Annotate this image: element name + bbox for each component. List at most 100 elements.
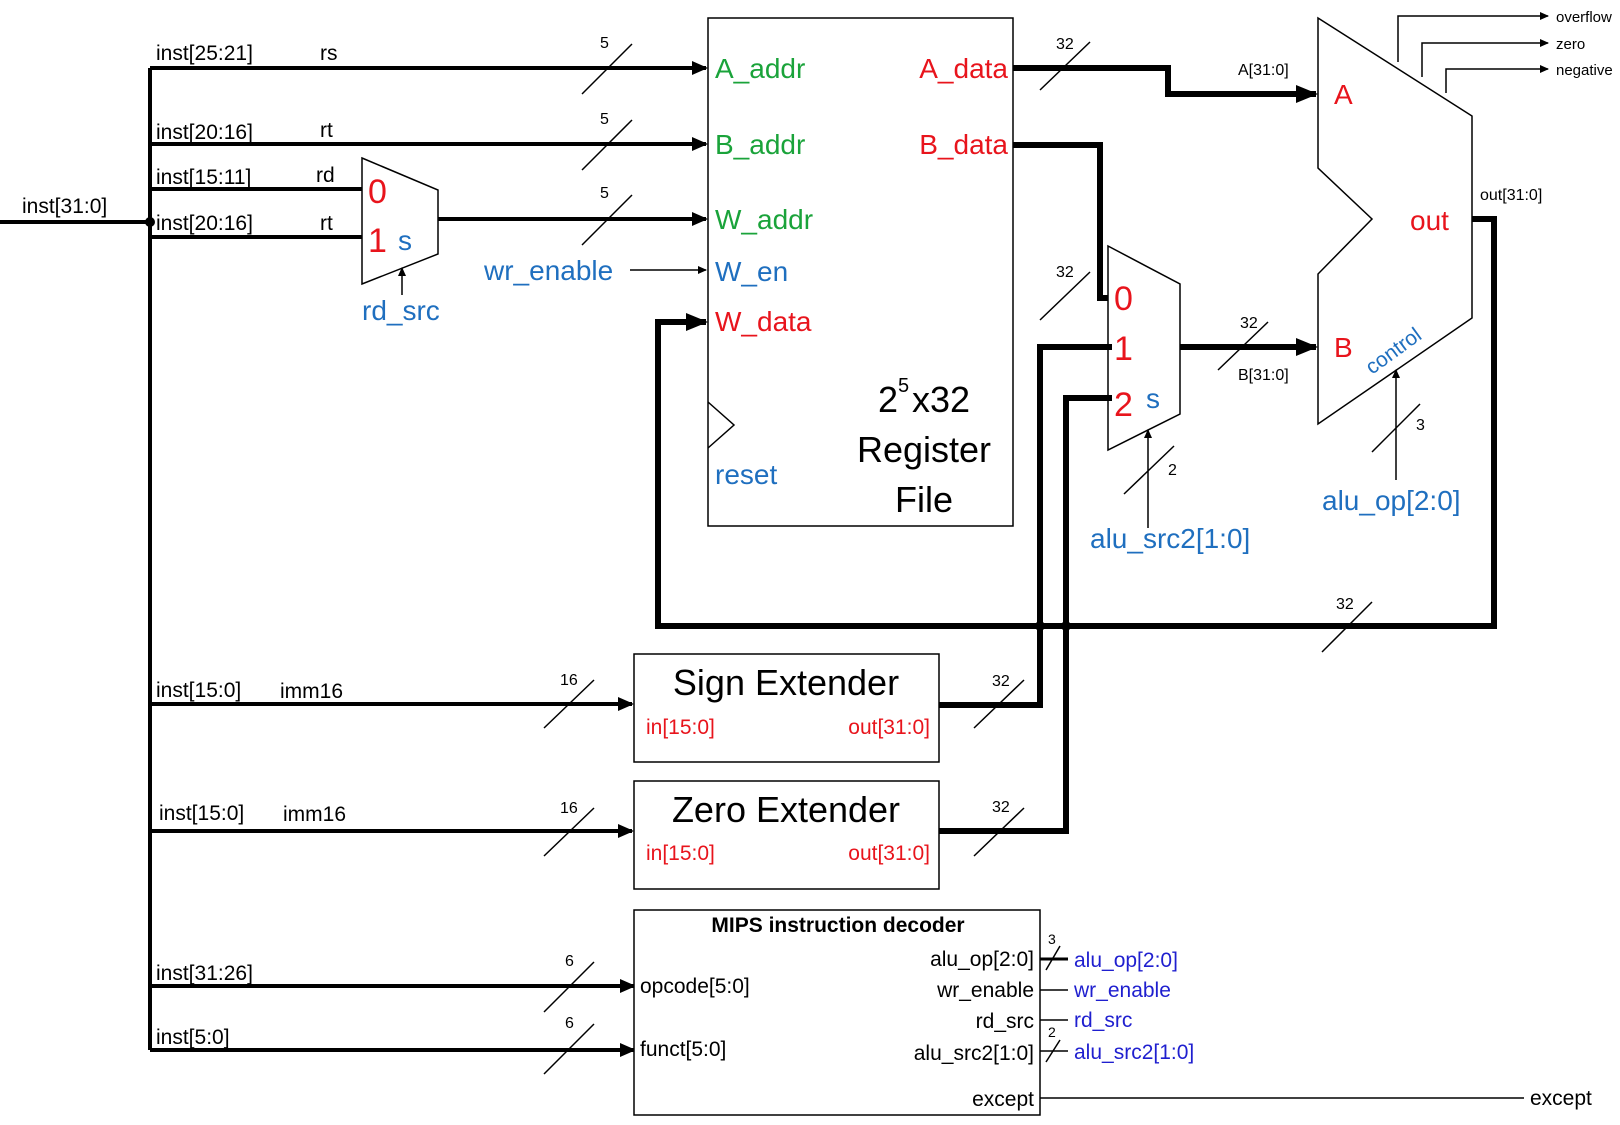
rt2-name-label: rt <box>320 212 333 235</box>
b-addr-port: B_addr <box>715 129 805 160</box>
decoder-funct-port: funct[5:0] <box>640 1038 726 1061</box>
sign-extender: Sign Extender in[15:0] out[31:0] <box>633 653 940 763</box>
rs-bits-label: inst[25:21] <box>156 42 253 65</box>
dec-wr-enable-out: wr_enable <box>1073 979 1171 1002</box>
dec-except-out: except <box>1530 1087 1592 1110</box>
rd-mux-in0: 0 <box>368 173 387 211</box>
sign-out-width-label: 32 <box>992 673 1010 690</box>
rd-bits-label: inst[15:11] <box>156 166 251 189</box>
zero-extender-input: inst[15:0] imm16 16 <box>150 800 634 857</box>
regfile-title-line3: File <box>895 479 953 520</box>
decoder-alu-op-port: alu_op[2:0] <box>930 948 1034 971</box>
wr-enable-wire: wr_enable <box>483 255 707 286</box>
b-bus-wire: 32 B[31:0] <box>1180 315 1318 384</box>
alu-mux-in0: 0 <box>1114 280 1133 318</box>
alu: A B out control 3 alu_op[2:0] <box>1317 16 1473 516</box>
rd-src-label: rd_src <box>362 295 440 326</box>
alu-flags: overflow zero negative <box>1397 9 1613 93</box>
alu-out-port: out <box>1410 205 1449 236</box>
out-bus-label: out[31:0] <box>1480 187 1542 204</box>
zero-out-width-label: 32 <box>992 799 1010 816</box>
a-data-port: A_data <box>919 53 1008 84</box>
dec-alu-op-width-label: 3 <box>1048 931 1056 947</box>
rt2-bits-label: inst[20:16] <box>156 212 253 235</box>
alu-src2-label: alu_src2[1:0] <box>1090 523 1250 554</box>
rd-mux-sel: s <box>398 225 412 256</box>
imm-sign-width-label: 16 <box>560 672 578 689</box>
rt-bits-label: inst[20:16] <box>156 121 253 144</box>
waddr-wire: 5 <box>438 185 708 246</box>
decoder-title: MIPS instruction decoder <box>711 914 964 937</box>
alu-src2-mux: 0 1 2 s 2 alu_src2[1:0] <box>1090 244 1250 554</box>
zero-label: zero <box>1556 36 1585 53</box>
sign-extender-title: Sign Extender <box>673 662 899 703</box>
dec-rd-src-out: rd_src <box>1074 1009 1132 1032</box>
b-bus-label: B[31:0] <box>1238 367 1289 384</box>
rt-wire: inst[20:16] rt 5 <box>150 111 708 171</box>
zero-extender-out: out[31:0] <box>848 842 930 865</box>
regfile-title-line2: Register <box>857 429 991 470</box>
wr-enable-input-label: wr_enable <box>483 255 613 286</box>
decoder-except-port: except <box>972 1088 1034 1111</box>
alu-op-label: alu_op[2:0] <box>1322 485 1461 516</box>
funct-width-label: 6 <box>565 1015 574 1032</box>
regfile-title-base: 2 <box>878 379 898 420</box>
zero-extender-title: Zero Extender <box>672 789 900 830</box>
overflow-label: overflow <box>1556 9 1612 26</box>
sign-extender-out: out[31:0] <box>848 716 930 739</box>
dec-alu-src2-width-label: 2 <box>1048 1024 1056 1040</box>
decoder-alu-src2-port: alu_src2[1:0] <box>914 1042 1034 1065</box>
alu-mux-in2: 2 <box>1114 386 1133 424</box>
rd-mux-in1: 1 <box>368 222 387 260</box>
rd-mux: 0 1 s rd_src <box>361 156 440 326</box>
rs-wire: inst[25:21] rs 5 <box>150 35 708 95</box>
funct-wire: inst[5:0] 6 <box>150 1015 636 1075</box>
sign-extender-output: 32 <box>939 344 1112 729</box>
imm-zero-bits-label: inst[15:0] <box>159 802 244 825</box>
b-data-wire: 32 <box>1013 142 1112 321</box>
sign-extender-input: inst[15:0] imm16 16 <box>150 672 634 729</box>
rt-width-label: 5 <box>600 111 609 128</box>
a-data-wire: 32 A[31:0] <box>1013 36 1318 103</box>
rs-width-label: 5 <box>600 35 609 52</box>
imm-sign-bits-label: inst[15:0] <box>156 679 241 702</box>
inst-label: inst[31:0] <box>22 195 107 218</box>
w-data-port: W_data <box>715 306 812 337</box>
instruction-decoder: MIPS instruction decoder opcode[5:0] fun… <box>633 909 1041 1116</box>
regfile-title-rest: x32 <box>912 379 970 420</box>
zero-extender-output: 32 <box>939 395 1112 857</box>
negative-label: negative <box>1556 62 1613 79</box>
register-file: A_addr B_addr W_addr W_en W_data reset A… <box>707 17 1014 527</box>
decoder-rd-src-port: rd_src <box>976 1010 1034 1033</box>
a-bus-label: A[31:0] <box>1238 62 1289 79</box>
zero-extender: Zero Extender in[15:0] out[31:0] <box>633 780 940 890</box>
waddr-width-label: 5 <box>600 185 609 202</box>
reset-port: reset <box>715 459 777 490</box>
op-width-label: 6 <box>565 953 574 970</box>
imm-zero-name-label: imm16 <box>283 803 346 826</box>
w-en-port: W_en <box>715 256 788 287</box>
funct-bits-label: inst[5:0] <box>156 1026 230 1049</box>
op-bits-label: inst[31:26] <box>156 962 253 985</box>
rd-wire: inst[15:11] rd <box>150 164 362 191</box>
alu-src2-width-label: 2 <box>1168 462 1177 479</box>
a-data-width-label: 32 <box>1056 36 1074 53</box>
b-bus-width-label: 32 <box>1240 315 1258 332</box>
alu-mux-in1: 1 <box>1114 330 1133 368</box>
decoder-opcode-port: opcode[5:0] <box>640 975 750 998</box>
alu-op-width-label: 3 <box>1416 417 1425 434</box>
rs-name-label: rs <box>320 42 338 65</box>
zero-extender-in: in[15:0] <box>646 842 715 865</box>
decoder-outputs: 3 alu_op[2:0] wr_enable rd_src 2 alu_src… <box>1040 931 1592 1110</box>
opcode-wire: inst[31:26] 6 <box>150 953 636 1013</box>
sign-extender-in: in[15:0] <box>646 716 715 739</box>
imm-sign-name-label: imm16 <box>280 680 343 703</box>
imm-zero-width-label: 16 <box>560 800 578 817</box>
writeback-wire: out[31:0] 32 <box>655 187 1542 653</box>
junction-dot <box>1035 621 1045 631</box>
a-addr-port: A_addr <box>715 53 805 84</box>
dec-alu-src2-out: alu_src2[1:0] <box>1074 1041 1194 1064</box>
decoder-wr-enable-port: wr_enable <box>936 979 1034 1002</box>
rt-name-label: rt <box>320 119 333 142</box>
